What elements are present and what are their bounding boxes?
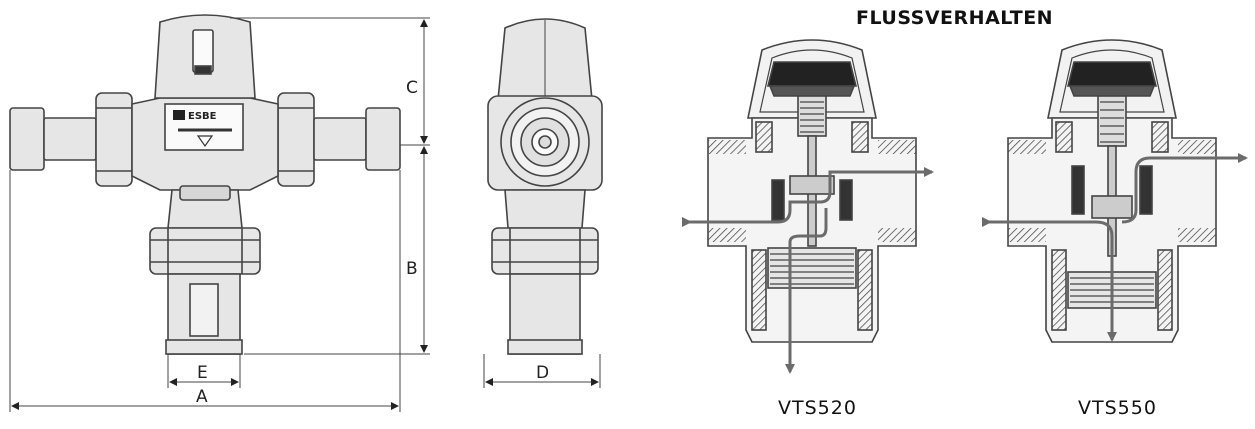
- side-view: [487, 18, 603, 355]
- front-view: ESBE: [9, 14, 401, 355]
- model-label-vts520: VTS520: [778, 397, 857, 419]
- dimension-c-label: C: [406, 78, 418, 98]
- brand-label: ESBE: [188, 111, 217, 122]
- dimension-e-label: E: [197, 363, 208, 383]
- dimension-a-label: A: [196, 387, 208, 407]
- section-title: FLUSSVERHALTEN: [856, 7, 1053, 29]
- side-dimensions: [483, 354, 601, 388]
- vts550-flow-arrows: [982, 153, 1248, 342]
- model-label-vts550: VTS550: [1078, 397, 1157, 419]
- front-dimensions: [9, 17, 430, 412]
- vts520-cross-section: [707, 39, 917, 343]
- dimension-b-label: B: [406, 259, 418, 279]
- vts520-flow-arrows: [682, 167, 934, 374]
- dimension-d-label: D: [536, 363, 549, 383]
